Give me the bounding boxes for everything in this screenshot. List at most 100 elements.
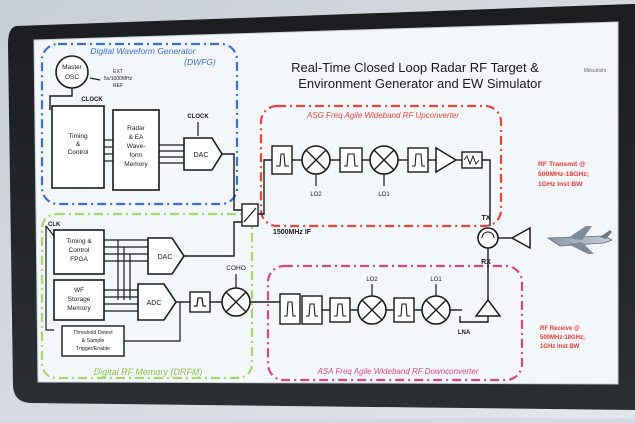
memory-dac-bus <box>159 144 184 164</box>
asa-lo1-label: LO1 <box>430 277 442 283</box>
screen-panel <box>33 21 619 385</box>
receive-note-line1: RF Receive @ <box>540 326 580 332</box>
lna-to-chain <box>459 316 489 323</box>
asg-lo2-label: LO2 <box>310 192 322 198</box>
timing-control-line1: Timing <box>68 133 88 140</box>
asg-mixer-lo1-x <box>373 149 395 171</box>
switch-to-upconverter <box>258 159 272 215</box>
receive-note-line3: 1GHz Inst BW <box>540 344 580 350</box>
adc-label: ADC <box>147 300 162 307</box>
transmit-note-line3: 1GHz Inst BW <box>538 181 583 188</box>
dac-top-label: DAC <box>194 152 209 159</box>
asa-filter-1a-symbol <box>284 301 296 317</box>
asg-mixer-lo2-x <box>305 149 327 171</box>
dwfg-region <box>40 42 239 206</box>
timing-fpga-block <box>53 229 105 275</box>
radar-memory-line1: Radar <box>127 125 146 132</box>
asg-lo1-label: LO1 <box>378 192 390 198</box>
timing-fpga-line2: Control <box>69 247 91 254</box>
drfm-region <box>40 212 254 380</box>
adc-block <box>137 283 177 321</box>
if-switch-arm <box>243 207 257 223</box>
dac-mid-block <box>147 237 185 275</box>
clock-dac-label: CLOCK <box>187 114 209 120</box>
threshold-block <box>61 325 125 357</box>
asg-filter-1-symbol <box>276 153 289 167</box>
asa-mixer-lo2-x <box>361 299 383 321</box>
timing-control-line3: Control <box>68 149 90 156</box>
clk-label: CLK <box>48 222 61 228</box>
master-osc-line1: Master <box>62 64 83 71</box>
asa-filter-2 <box>329 297 351 323</box>
asa-lo2-label: LO2 <box>366 277 378 283</box>
asg-filter-3 <box>407 147 429 173</box>
lna-label: LNA <box>458 330 471 336</box>
radar-memory-line2: & EA <box>129 134 144 141</box>
wf-storage-line3: Memory <box>67 305 91 312</box>
title-line1: Real-Time Closed Loop Radar RF Target & <box>291 60 539 75</box>
ext-ref-line2: 5o/1000MHz <box>104 76 133 82</box>
ext-ref-arrow <box>89 77 101 81</box>
transmit-note-line2: 500MHz-18GHz; <box>538 171 589 178</box>
receive-note-line2: 500MHz-18GHz; <box>540 335 585 341</box>
timing-fpga-line3: FPGA <box>70 256 88 263</box>
if-filter-drfm-symbol <box>194 297 206 307</box>
timing-control-line2: & <box>76 141 81 148</box>
threshold-line1: Threshold Detect <box>73 330 113 336</box>
timing-memory-bus <box>104 139 113 162</box>
asg-attenuator-symbol <box>463 154 480 166</box>
wf-storage-block <box>53 279 105 321</box>
asg-amplifier <box>435 146 458 174</box>
clock-top-label: CLOCK <box>81 97 103 103</box>
dac-top-block <box>183 137 223 171</box>
ext-ref-line3: REF <box>113 83 123 89</box>
asa-filter-2-symbol <box>334 303 346 317</box>
wf-storage-line1: WF <box>74 287 84 294</box>
adc-storage-bus <box>104 289 138 312</box>
master-osc-line2: OSC <box>65 74 79 81</box>
timing-fpga-line1: Timing & <box>66 238 92 245</box>
tx-label: TX <box>482 215 491 222</box>
coho-label: COHO <box>226 265 246 272</box>
clock-line <box>49 88 73 110</box>
asg-filter-2-symbol <box>344 153 358 167</box>
asg-filter-1 <box>271 145 293 175</box>
coho-mixer-x <box>225 291 247 313</box>
radar-memory-block <box>112 109 160 191</box>
antenna-horn <box>510 226 531 250</box>
asg-filter-3-symbol <box>412 153 425 167</box>
threshold-line3: Trigger/Enable <box>76 346 110 352</box>
asg-to-tx <box>482 159 491 226</box>
asa-label: ASA Freq Agile Wideband RF Downconverter <box>316 367 478 376</box>
ext-ref-line1: EXT <box>113 69 123 75</box>
clk-top-line <box>45 225 55 237</box>
drfm-label: Digital RF Memory (DRFM) <box>94 367 203 377</box>
radar-memory-line3: Wave- <box>127 143 146 150</box>
threshold-line2: & Sample <box>82 338 105 344</box>
asa-filter-1b-symbol <box>306 303 318 317</box>
asa-filter-1b <box>301 295 323 325</box>
wf-storage-line2: Storage <box>68 296 91 303</box>
monitor-badge: Mitsubishi <box>584 68 606 74</box>
dac-to-switch-line <box>222 153 242 211</box>
asa-filter-3 <box>393 297 415 323</box>
dac-mid-label: DAC <box>158 254 173 261</box>
if-filter-drfm <box>189 291 211 313</box>
dwfg-sublabel: (DWFG) <box>184 57 216 67</box>
fighter-jet-image <box>546 226 613 254</box>
transmit-note-line1: RF Transmit @ <box>538 161 586 168</box>
timing-control-block <box>51 105 105 189</box>
asg-region <box>259 104 503 228</box>
radar-memory-line4: form <box>130 152 143 159</box>
threshold-feedback <box>124 302 181 342</box>
asg-filter-2 <box>339 147 363 173</box>
rx-label: RX <box>481 259 491 266</box>
if-label: 1500MHz IF <box>273 229 312 236</box>
dwfg-label: Digital Waveform Generator <box>90 46 196 56</box>
circulator <box>477 227 499 249</box>
asa-filter-3-symbol <box>398 303 410 317</box>
asg-label: ASG Freq Agile Wideband RF Upconverter <box>306 111 459 120</box>
asa-mixer-lo1-x <box>425 299 447 321</box>
